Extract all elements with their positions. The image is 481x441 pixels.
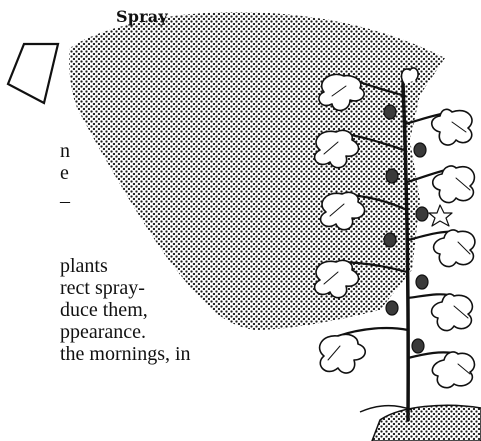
tomato bbox=[386, 301, 398, 315]
body-text-line: e bbox=[60, 163, 69, 183]
body-text-line: n bbox=[60, 141, 70, 161]
tomato bbox=[386, 169, 398, 183]
tomato bbox=[412, 339, 424, 353]
leaf bbox=[432, 352, 474, 388]
body-text-line: rect spray- bbox=[60, 278, 145, 298]
tomato bbox=[414, 143, 426, 157]
body-text-line: duce them, bbox=[60, 300, 148, 320]
tomato bbox=[384, 233, 396, 247]
ground bbox=[360, 405, 481, 441]
leaf bbox=[432, 294, 473, 331]
tomato bbox=[416, 207, 428, 221]
leaf bbox=[434, 230, 475, 267]
leaf bbox=[320, 334, 366, 373]
tomato bbox=[416, 275, 428, 289]
body-text-line: plants bbox=[60, 256, 108, 276]
spray-label: Spray bbox=[116, 7, 168, 26]
body-text-line: – bbox=[60, 191, 70, 211]
tomato bbox=[384, 105, 396, 119]
sprayer-nozzle bbox=[8, 44, 58, 103]
flower bbox=[429, 205, 452, 226]
body-text-line: ppearance. bbox=[60, 322, 146, 342]
body-text-line: the mornings, in bbox=[60, 344, 191, 364]
